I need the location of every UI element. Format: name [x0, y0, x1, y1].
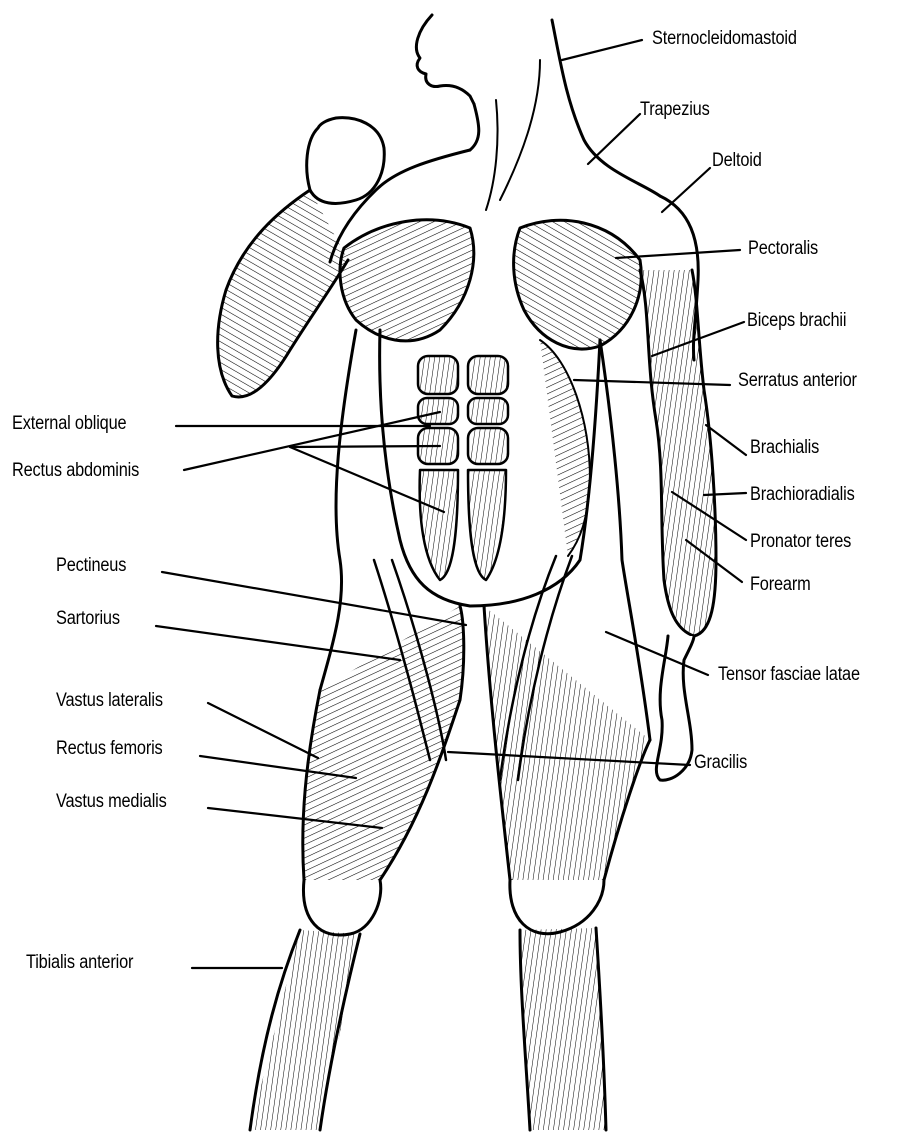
- label-serratus-anterior: Serratus anterior: [738, 370, 857, 392]
- label-pectoralis: Pectoralis: [748, 238, 818, 260]
- label-rectus-femoris: Rectus femoris: [56, 738, 163, 760]
- label-gracilis: Gracilis: [694, 752, 747, 774]
- leader-sternocleidomastoid: [562, 40, 642, 60]
- label-sternocleidomastoid: Sternocleidomastoid: [652, 28, 797, 50]
- neck-outline: [470, 20, 660, 196]
- label-rectus-abdominis: Rectus abdominis: [12, 460, 139, 482]
- leader-sartorius: [156, 626, 400, 660]
- label-tensor-fasciae-latae: Tensor fasciae latae: [718, 664, 860, 686]
- left-knee: [303, 880, 380, 935]
- head-outline: [416, 15, 474, 104]
- pectoral-left: [340, 220, 474, 341]
- leader-rectus-abdominis-1: [184, 412, 440, 470]
- label-sartorius: Sartorius: [56, 608, 120, 630]
- label-brachialis: Brachialis: [750, 437, 819, 459]
- oblique-right: [540, 340, 590, 556]
- label-deltoid: Deltoid: [712, 150, 762, 172]
- neck-muscle: [486, 60, 540, 210]
- left-fist: [307, 118, 385, 204]
- right-upper-arm: [640, 270, 716, 636]
- rectus-abdominis-blocks: [418, 356, 508, 580]
- right-thigh: [484, 606, 650, 895]
- label-pectineus: Pectineus: [56, 555, 126, 577]
- pectoral-right: [514, 220, 642, 349]
- label-external-oblique: External oblique: [12, 413, 126, 435]
- label-pronator-teres: Pronator teres: [750, 531, 851, 553]
- leader-vastus-lateralis: [208, 703, 318, 758]
- left-hip: [320, 330, 356, 690]
- leader-trapezius: [588, 114, 640, 164]
- label-vastus-lateralis: Vastus lateralis: [56, 690, 163, 712]
- label-biceps-brachii: Biceps brachii: [747, 310, 846, 332]
- label-tibialis-anterior: Tibialis anterior: [26, 952, 133, 974]
- label-brachioradialis: Brachioradialis: [750, 484, 855, 506]
- right-knee: [510, 880, 604, 934]
- leader-pectineus: [162, 572, 466, 625]
- label-forearm: Forearm: [750, 574, 811, 596]
- left-shin-fibers: [250, 930, 360, 1130]
- leader-rectus-abdominis-2: [290, 446, 440, 447]
- label-vastus-medialis: Vastus medialis: [56, 791, 167, 813]
- right-hip: [600, 340, 650, 740]
- right-hand: [656, 636, 694, 780]
- right-shin-fibers: [520, 928, 606, 1130]
- leader-deltoid: [662, 168, 710, 212]
- left-upper-arm: [218, 190, 348, 397]
- label-trapezius: Trapezius: [640, 99, 710, 121]
